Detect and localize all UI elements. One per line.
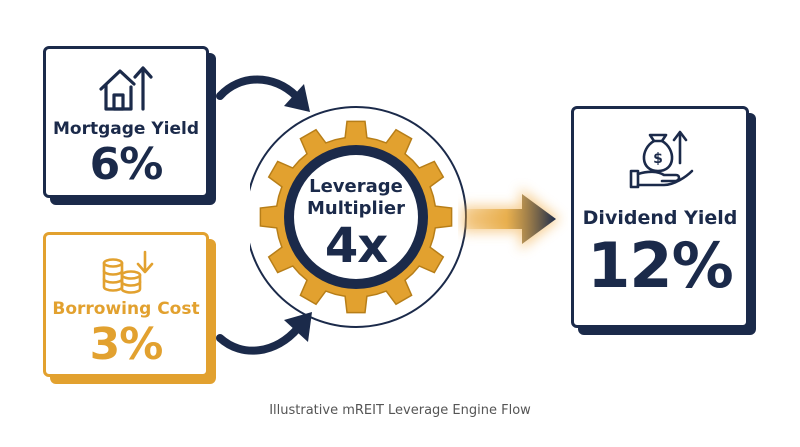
curved-arrow-top [216,75,310,112]
borrowing-cost-value: 3% [89,319,164,370]
leverage-label-line1: Leverage [309,176,403,197]
mortgage-yield-card: Mortgage Yield 6% [43,46,209,198]
diagram-caption: Illustrative mREIT Leverage Engine Flow [269,403,531,418]
curved-arrow-bottom [216,312,312,355]
borrowing-cost-label: Borrowing Cost [52,299,200,319]
borrowing-cost-card: Borrowing Cost 3% [43,232,209,377]
leverage-multiplier-value: 4x [324,218,388,274]
gear-center [294,155,418,279]
svg-text:$: $ [653,151,663,167]
house-up-arrow-icon [99,66,153,111]
dividend-yield-card: $ Dividend Yield 12% [571,106,749,328]
coins-down-arrow-icon [102,250,154,294]
mortgage-yield-value: 6% [89,139,164,190]
money-bag-hand-icon: $ [629,130,694,189]
dividend-yield-label: Dividend Yield [582,207,738,229]
leverage-label-line2: Multiplier [307,198,405,219]
mortgage-yield-label: Mortgage Yield [52,119,200,139]
dividend-yield-value: 12% [587,229,733,302]
gear-icon [250,106,467,328]
output-arrow [462,188,560,250]
